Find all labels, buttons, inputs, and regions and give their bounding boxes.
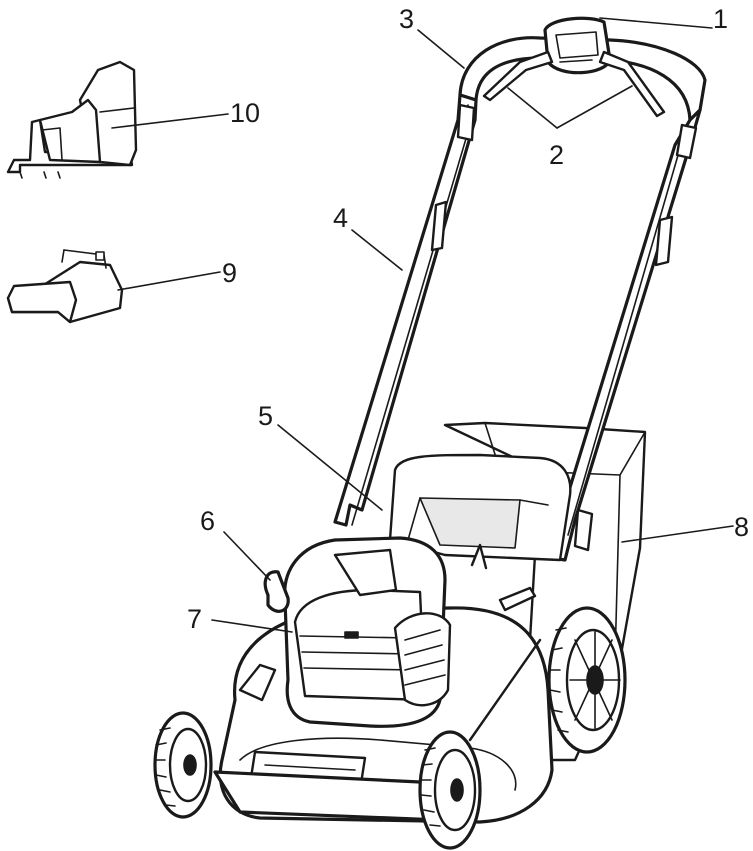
- callout-labels: 1 2 3 4 5 6 7 8 9 10: [187, 4, 749, 634]
- leader-line-2b: [556, 85, 633, 129]
- wheel-front-right-drawing: [418, 730, 482, 850]
- callout-number-5: 5: [258, 401, 273, 431]
- callout-number-2: 2: [549, 140, 564, 170]
- leader-line-1: [599, 17, 713, 29]
- wheel-front-left-drawing: [153, 711, 213, 819]
- handle-frame-drawing: [333, 36, 707, 562]
- callout-number-8: 8: [734, 512, 749, 542]
- callout-number-3: 3: [399, 4, 414, 34]
- leader-line-5: [277, 424, 383, 511]
- leader-line-3: [417, 29, 465, 69]
- leader-line-4: [351, 229, 403, 271]
- leader-lines: [111, 17, 734, 633]
- callout-number-9: 9: [222, 258, 237, 288]
- leader-line-9: [117, 271, 221, 291]
- leader-line-6: [223, 531, 271, 581]
- callout-number-10: 10: [230, 98, 260, 128]
- control-box-drawing: [543, 16, 612, 75]
- leader-line-10: [111, 113, 229, 129]
- leader-line-7: [211, 619, 293, 633]
- mower-deck-drawing: [213, 453, 572, 824]
- callout-number-1: 1: [713, 4, 728, 34]
- side-discharge-chute-drawing: [6, 249, 124, 324]
- leader-line-2a: [507, 87, 558, 129]
- wheel-rear-right-drawing: [547, 606, 627, 754]
- leader-line-8: [621, 525, 734, 543]
- callout-number-4: 4: [333, 203, 348, 233]
- callout-number-6: 6: [200, 506, 215, 536]
- mulching-plug-drawing: [6, 60, 138, 179]
- callout-number-7: 7: [187, 604, 202, 634]
- bail-levers-drawing: [482, 50, 666, 118]
